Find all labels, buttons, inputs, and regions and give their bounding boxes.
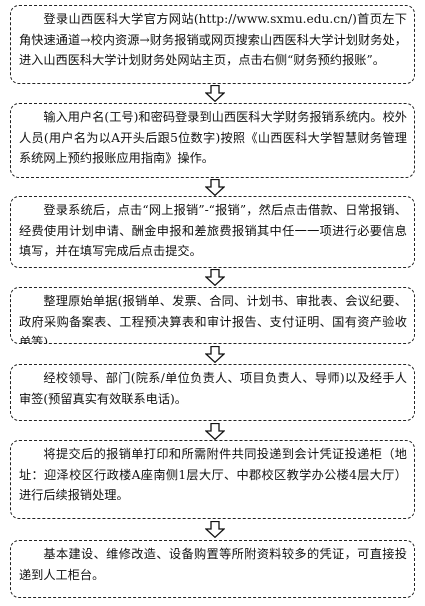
step-2-text: 输入用户名(工号)和密码登录到山西医科大学财务报销系统内。校外人员(用户名为以A… [19,110,407,165]
step-4-box: 整理原始单据(报销单、发票、合同、计划书、审批表、会议纪要、政府采购备案表、工程… [10,287,415,344]
step-6-box: 将提交后的报销单打印和所需附件共同投递到会计凭证投递柜（地址：迎泽校区行政楼A座… [10,440,415,519]
step-1-box: 登录山西医科大学官方网站(http://www.sxmu.edu.cn/)首页左… [10,5,415,84]
down-arrow-icon [205,179,225,196]
step-2-box: 输入用户名(工号)和密码登录到山西医科大学财务报销系统内。校外人员(用户名为以A… [10,103,415,178]
step-6-text: 将提交后的报销单打印和所需附件共同投递到会计凭证投递柜（地址：迎泽校区行政楼A座… [19,447,407,502]
step-4-text: 整理原始单据(报销单、发票、合同、计划书、审批表、会议纪要、政府采购备案表、工程… [19,294,407,344]
step-5-text: 经校领导、部门(院系/单位负责人、项目负责人、导师)以及经手人审签(预留真实有效… [19,371,407,406]
down-arrow-icon [205,423,225,440]
down-arrow-icon [205,85,225,102]
step-7-text: 基本建设、维修改造、设备购置等所附资料较多的凭证，可直接投递到人工柜台。 [19,547,407,582]
down-arrow-icon [205,269,225,286]
step-7-box: 基本建设、维修改造、设备购置等所附资料较多的凭证，可直接投递到人工柜台。 [10,540,415,598]
step-3-box: 登录系统后，点击“网上报销”-“报销”，然后点击借款、日常报销、经费使用计划申请… [10,196,415,268]
step-1-text: 登录山西医科大学官方网站(http://www.sxmu.edu.cn/)首页左… [19,12,407,67]
down-arrow-icon [205,346,225,363]
step-3-text: 登录系统后，点击“网上报销”-“报销”，然后点击借款、日常报销、经费使用计划申请… [19,203,407,258]
step-5-box: 经校领导、部门(院系/单位负责人、项目负责人、导师)以及经手人审签(预留真实有效… [10,364,415,421]
down-arrow-icon [205,521,225,538]
